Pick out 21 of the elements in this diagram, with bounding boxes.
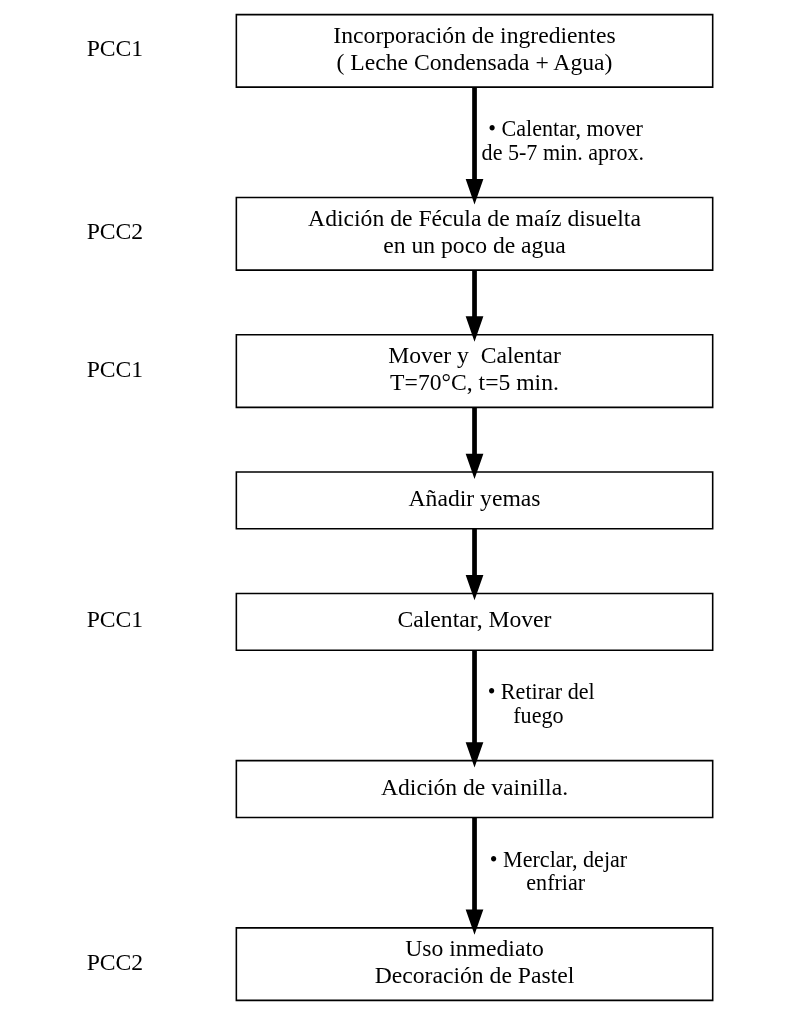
arrow	[465, 650, 484, 768]
arrow	[465, 528, 484, 601]
arrow	[465, 87, 484, 205]
node-box: Añadir yemas	[235, 471, 714, 530]
node-label: PCC1	[86, 355, 144, 382]
node-box: Mover y Calentar T=70°C, t=5 min.	[235, 334, 714, 409]
node-box: Calentar, Mover	[235, 592, 714, 652]
node-label: PCC2	[86, 218, 144, 245]
arrow	[465, 270, 484, 342]
node-label: PCC1	[86, 606, 144, 633]
edge-label: • Merclar, dejar enfriar	[489, 846, 628, 896]
node-box: Adición de vainilla.	[235, 759, 714, 819]
node-box: Uso inmediato Decoración de Pastel	[235, 927, 714, 1002]
node-label: PCC1	[86, 35, 144, 62]
edge-label: • Retirar del fuego	[487, 679, 595, 729]
node-box: Incorporación de ingredientes ( Leche Condensada + Agua)	[235, 13, 714, 88]
node-box: Adición de Fécula de maíz disuelta en un poco de agua	[235, 196, 714, 271]
edge-label: • Calentar, mover de 5-7 min. aprox.	[481, 116, 645, 166]
arrow	[465, 407, 484, 480]
node-label: PCC2	[86, 948, 144, 975]
arrow	[465, 817, 484, 935]
